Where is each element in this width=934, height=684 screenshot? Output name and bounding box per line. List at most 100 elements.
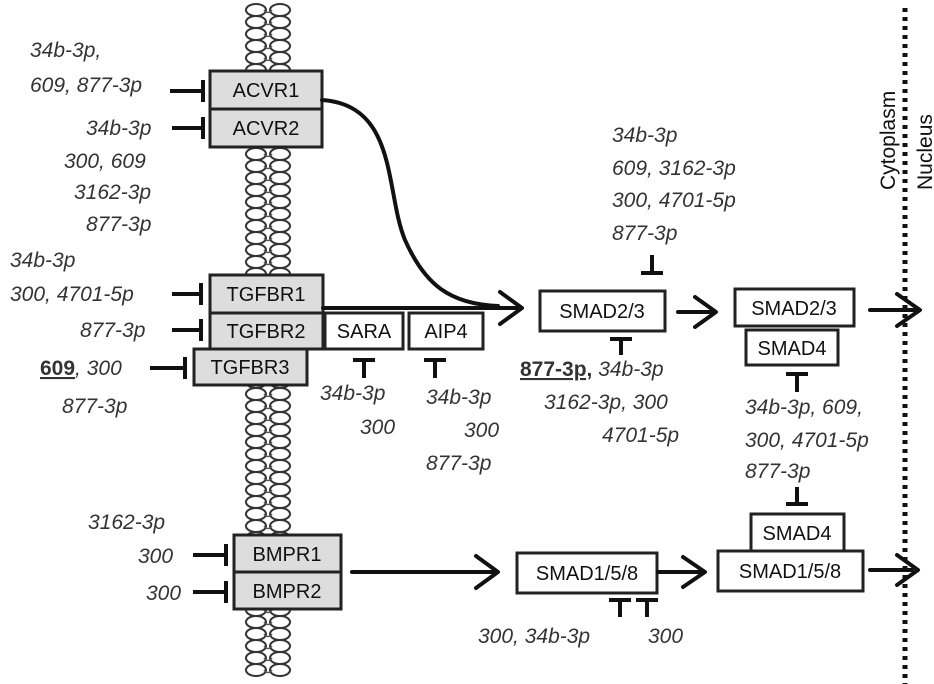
- lipid-head: [245, 651, 267, 665]
- lipid-head: [269, 3, 291, 17]
- tgfbr-arrowhead: [498, 290, 524, 326]
- bmpr1-label: BMPR1: [253, 544, 322, 566]
- mirna-bmpr1-line2: 300: [138, 545, 173, 568]
- mirna-sara-line2: 300: [360, 416, 395, 439]
- lipid-head: [269, 231, 291, 245]
- acvr-to-smad-curve: [320, 98, 500, 308]
- lipid-head: [245, 243, 267, 257]
- lipid-tail: [263, 633, 273, 638]
- lipid-tail: [263, 477, 273, 482]
- nucleus-arrowhead-tgf: [895, 292, 922, 328]
- lipid-head: [269, 423, 291, 437]
- smad4-complex-label: SMAD4: [758, 338, 827, 360]
- lipid-head: [269, 495, 291, 509]
- bmpr-arrowhead: [474, 554, 500, 590]
- inhibit-tgfbr1: [172, 283, 203, 305]
- smad158-complex-arrowhead: [681, 555, 707, 589]
- lipid-head: [245, 507, 267, 521]
- lipid-tail: [263, 237, 273, 242]
- lipid-head: [269, 651, 291, 665]
- mirna-tgfbr3-line1: 609, 300: [40, 357, 122, 380]
- smad23-complex-label: SMAD2/3: [751, 298, 837, 320]
- tgfbr1-label: TGFBR1: [227, 284, 306, 306]
- mirna-mid-line1: 300, 609: [64, 150, 146, 173]
- inhibit-acvr1: [170, 80, 205, 102]
- lipid-head: [269, 195, 291, 209]
- aip4-adaptor: AIP4: [407, 311, 485, 351]
- lipid-tail: [263, 657, 273, 662]
- lipid-tail: [263, 441, 273, 446]
- lipid-head: [245, 183, 267, 197]
- lipid-tail: [263, 189, 273, 194]
- lipid-head: [245, 483, 267, 497]
- lipid-tail: [263, 501, 273, 506]
- lipid-head: [269, 519, 291, 533]
- lipid-tail: [263, 213, 273, 218]
- mirna-labels: 34b-3p, 609, 877-3p 34b-3p 300, 609 3162…: [10, 39, 869, 648]
- lipid-head: [245, 639, 267, 653]
- mirna-smad23-bot-line2: 3162-3p, 300: [544, 391, 668, 414]
- lipid-head: [245, 255, 267, 269]
- smad158-complex: SMAD1/5/8: [716, 549, 865, 593]
- lipid-tail: [263, 645, 273, 650]
- lipid-head: [269, 663, 291, 677]
- mirna-bmpr1-line1: 3162-3p: [88, 511, 165, 534]
- lipid-tail: [263, 417, 273, 422]
- lipid-head: [245, 159, 267, 173]
- lipid-head: [245, 411, 267, 425]
- inhibit-bmpr2: [193, 581, 228, 603]
- lipid-head: [269, 15, 291, 29]
- mirna-acvr1-line1: 34b-3p,: [30, 39, 101, 62]
- lipid-head: [245, 471, 267, 485]
- acvr2-receptor: ACVR2: [208, 107, 324, 149]
- nucleus-label: Nucleus: [914, 114, 934, 190]
- mirna-acvr2-line1: 34b-3p: [86, 117, 151, 140]
- smad158-cytoplasmic: SMAD1/5/8: [515, 551, 659, 595]
- tgfbr2-label: TGFBR2: [227, 321, 306, 343]
- lipid-tail: [263, 429, 273, 434]
- inhibit-smad158-left: [609, 598, 631, 617]
- mirna-smad4-line1: 34b-3p, 609,: [745, 396, 863, 419]
- mirna-smad23-top-line2: 609, 3162-3p: [612, 157, 736, 180]
- lipid-tail: [263, 21, 273, 26]
- smad4-bmp-label: SMAD4: [763, 523, 832, 545]
- inhibit-tgfbr2: [172, 319, 203, 341]
- mirna-acvr1-line2: 609, 877-3p: [30, 74, 142, 97]
- smad158-cyto-label: SMAD1/5/8: [536, 563, 638, 585]
- lipid-head: [269, 639, 291, 653]
- lipid-tail: [263, 489, 273, 494]
- acvr1-label: ACVR1: [233, 80, 300, 102]
- mirna-mid-line2: 3162-3p: [74, 181, 151, 204]
- mirna-smad4-line3: 877-3p: [745, 460, 810, 483]
- lipid-head: [269, 27, 291, 41]
- mirna-smad158-left: 300, 34b-3p: [478, 625, 590, 648]
- inhibit-tgfbr3: [150, 357, 187, 379]
- smad158-complex-label: SMAD1/5/8: [739, 561, 841, 583]
- lipid-head: [245, 663, 267, 677]
- tgfbr1-receptor: TGFBR1: [208, 273, 325, 315]
- lipid-head: [269, 387, 291, 401]
- mirna-tgfbr3-rest: , 300: [75, 357, 122, 380]
- lipid-head: [245, 15, 267, 29]
- smad23-cytoplasmic: SMAD2/3: [538, 289, 667, 333]
- lipid-tail: [263, 513, 273, 518]
- mirna-bmpr2-line1: 300: [146, 582, 181, 605]
- mirna-tgfbr1-line2: 300, 4701-5p: [10, 283, 134, 306]
- lipid-tail: [263, 9, 273, 14]
- mirna-aip4-line1: 34b-3p: [426, 386, 491, 409]
- mirna-smad23-top-line3: 300, 4701-5p: [612, 189, 736, 212]
- smad23-cyto-label: SMAD2/3: [559, 301, 645, 323]
- lipid-tail: [263, 393, 273, 398]
- lipid-tail: [263, 249, 273, 254]
- lipid-head: [245, 447, 267, 461]
- lipid-head: [269, 615, 291, 629]
- lipid-head: [245, 195, 267, 209]
- inhibit-aip4: [424, 358, 446, 378]
- mirna-aip4-line3: 877-3p: [426, 452, 491, 475]
- pathway-arrows: [320, 98, 922, 590]
- smad23-complex: SMAD2/3: [733, 287, 856, 328]
- lipid-head: [269, 399, 291, 413]
- acvr1-receptor: ACVR1: [208, 69, 324, 111]
- lipid-head: [245, 3, 267, 17]
- inhibit-smad4-bottom: [786, 372, 808, 392]
